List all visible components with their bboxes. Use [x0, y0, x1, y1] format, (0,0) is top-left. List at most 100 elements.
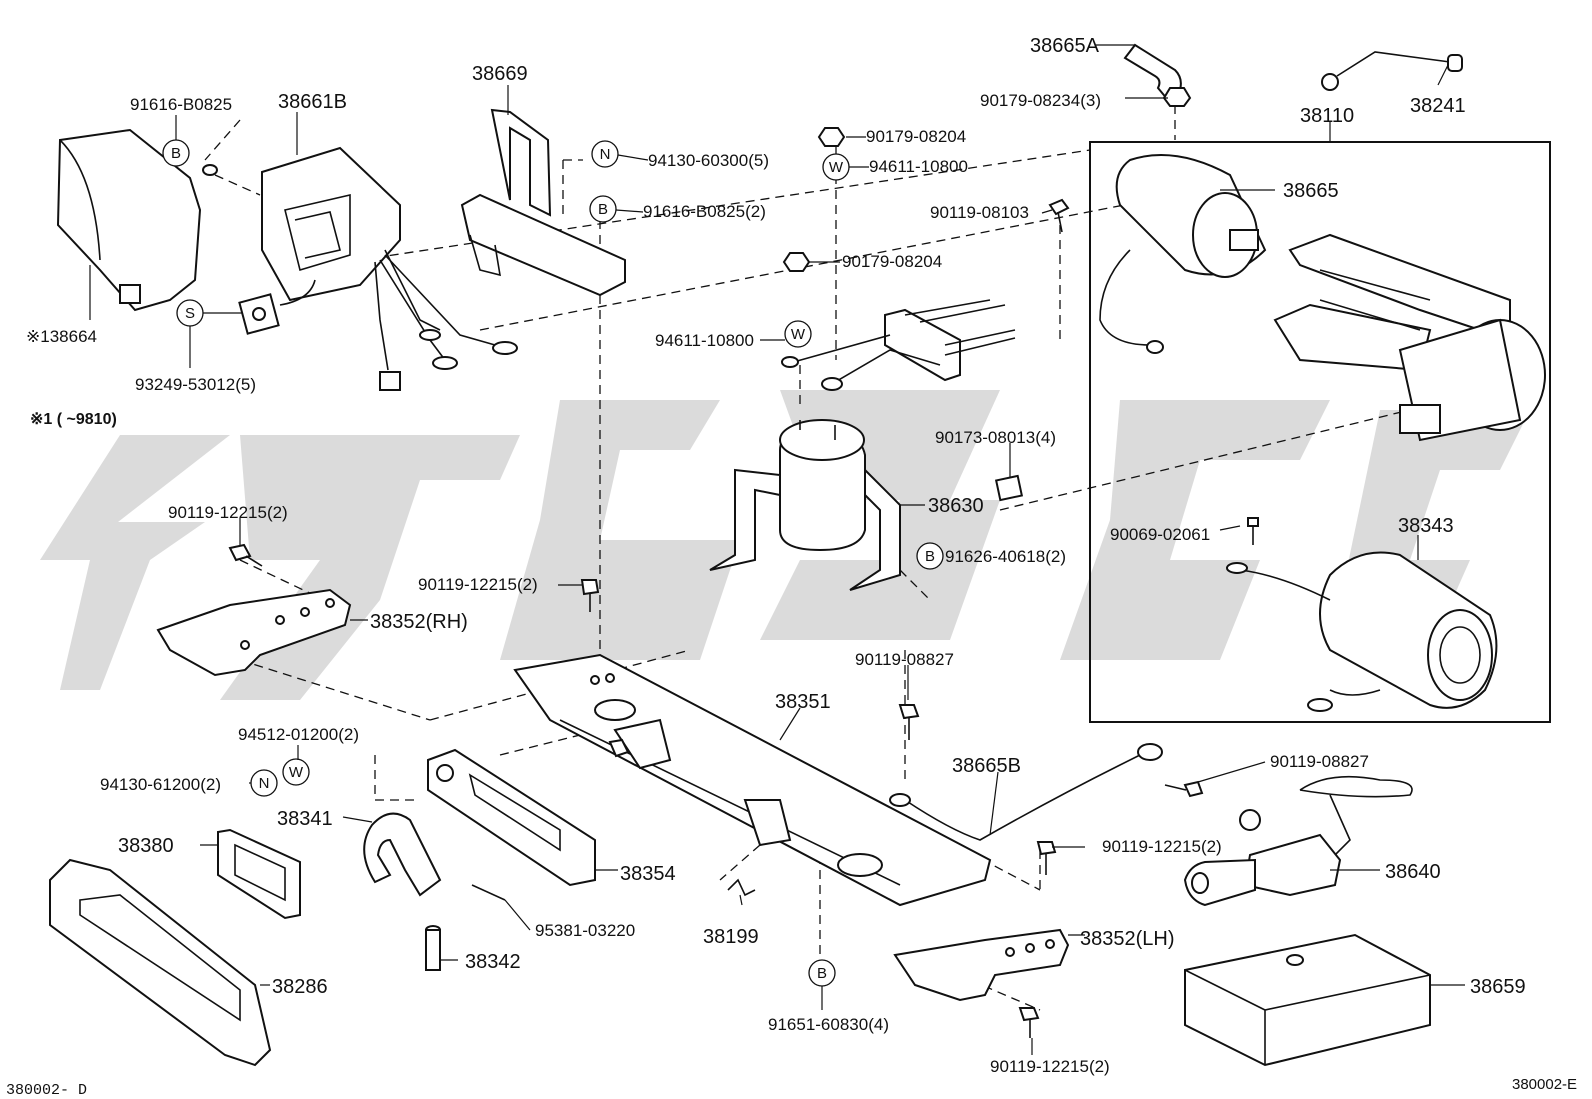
diagram-code-right: 380002-E — [1512, 1076, 1577, 1093]
part-number-labels: 38665A 90179-08234(3) 38241 38110 38665 … — [6, 35, 1577, 1099]
svg-text:B: B — [171, 145, 181, 162]
part-90119-12215-bolt-b — [580, 579, 600, 612]
label-38659: 38659 — [1470, 976, 1526, 998]
label-138664: ※138664 — [26, 327, 97, 346]
label-90179-08204-a: 90179-08204 — [866, 127, 966, 146]
label-38343: 38343 — [1398, 515, 1454, 537]
svg-text:S: S — [185, 305, 195, 322]
label-90173-08013: 90173-08013(4) — [935, 428, 1056, 447]
label-38665B: 38665B — [952, 755, 1021, 777]
label-38110: 38110 — [1300, 105, 1354, 127]
part-90119-12215-bolt-d — [1018, 1007, 1040, 1038]
label-90119-12215-c: 90119-12215(2) — [1102, 837, 1222, 856]
label-90119-12215-b: 90119-12215(2) — [418, 575, 538, 594]
symbol-circle-W-2: W — [784, 320, 812, 348]
label-38286: 38286 — [272, 976, 328, 998]
part-38342-pin — [425, 925, 441, 971]
symbol-circle-N-1: N — [591, 140, 619, 168]
label-38342: 38342 — [465, 951, 521, 973]
footnote-1: ※1 ( ~9810) — [30, 411, 117, 428]
label-93249-53012: 93249-53012(5) — [135, 375, 256, 394]
part-38352LH-bracket — [893, 928, 1070, 1002]
label-94512-01200: 94512-01200(2) — [238, 725, 359, 744]
label-38354: 38354 — [620, 863, 676, 885]
part-93249-53012-connector — [238, 279, 316, 335]
winch-assembly-frame — [1089, 141, 1551, 723]
part-solenoid-cables — [781, 299, 1016, 391]
symbol-circle-S: S — [176, 299, 204, 327]
label-94611-10800-a: 94611-10800 — [869, 157, 968, 176]
symbol-circle-B-1: B — [162, 139, 190, 167]
part-38661B-control-box — [261, 146, 518, 391]
part-38640-remote — [1183, 775, 1413, 907]
svg-text:W: W — [289, 764, 304, 781]
part-38199-clip — [727, 878, 756, 897]
svg-text:W: W — [791, 326, 806, 343]
part-90179-08204-nut-a — [817, 127, 846, 147]
part-90119-08827-bolt-b — [1164, 780, 1204, 798]
part-90119-08103-bolt — [1048, 198, 1070, 233]
label-91616-B0825-2: 91616-B0825(2) — [643, 202, 766, 221]
part-94130-61200-nut — [608, 738, 630, 758]
part-91616-B0825-bolt — [202, 164, 218, 176]
part-38351-mounting-plate — [513, 653, 992, 907]
part-38659-bag — [1184, 933, 1431, 1067]
label-94130-60300: 94130-60300(5) — [648, 151, 769, 170]
label-38380: 38380 — [118, 835, 174, 857]
part-90179-08204-nut-b — [782, 252, 811, 272]
label-90119-12215-d: 90119-12215(2) — [990, 1057, 1110, 1076]
label-94130-61200: 94130-61200(2) — [100, 775, 221, 794]
label-95381-03220: 95381-03220 — [535, 921, 635, 940]
symbol-circle-B-2: B — [589, 195, 617, 223]
part-38343-cover — [1226, 551, 1498, 712]
part-38665B-cable — [889, 743, 1163, 841]
label-38665: 38665 — [1283, 180, 1339, 202]
svg-text:B: B — [817, 965, 827, 982]
part-winch-motor — [1099, 154, 1267, 354]
part-38630-solenoid — [709, 419, 901, 591]
part-95381-03220-clip — [471, 884, 506, 901]
label-90119-12215-a: 90119-12215(2) — [168, 503, 288, 522]
part-38241-handle — [1321, 51, 1463, 91]
label-38640: 38640 — [1385, 861, 1441, 883]
part-38352RH-bracket — [156, 588, 352, 677]
label-38352LH: 38352(LH) — [1080, 928, 1175, 950]
svg-text:B: B — [598, 201, 608, 218]
label-90179-08204-b: 90179-08204 — [842, 252, 942, 271]
symbol-circle-B-3: B — [916, 542, 944, 570]
part-138664-cover — [56, 128, 202, 312]
label-38669: 38669 — [472, 63, 528, 85]
label-38199: 38199 — [703, 926, 759, 948]
part-90119-08827-bolt-a — [898, 704, 920, 740]
label-90119-08827-a: 90119-08827 — [855, 650, 954, 669]
part-38354-fairlead — [427, 748, 596, 887]
label-38241: 38241 — [1410, 95, 1466, 117]
symbol-circle-B-4: B — [808, 959, 836, 987]
svg-text:B: B — [925, 548, 935, 565]
part-90069-02061-screw — [1247, 517, 1259, 545]
symbol-circle-W-1: W — [822, 153, 850, 181]
leader-lines — [89, 44, 1465, 1055]
label-38665A: 38665A — [1030, 35, 1100, 57]
label-91651-60830: 91651-60830(4) — [768, 1015, 889, 1034]
svg-text:W: W — [829, 159, 844, 176]
svg-text:N: N — [600, 146, 611, 163]
label-90119-08827-b: 90119-08827 — [1270, 752, 1369, 771]
part-38669-bracket — [460, 108, 626, 297]
assembly-guide-lines — [204, 105, 1431, 1011]
label-94611-10800-b: 94611-10800 — [655, 331, 754, 350]
label-38661B: 38661B — [278, 91, 347, 113]
symbol-circle-N-2: N — [250, 769, 278, 797]
label-91626-40618: 91626-40618(2) — [945, 547, 1066, 566]
label-90179-08234: 90179-08234(3) — [980, 91, 1101, 110]
label-38351: 38351 — [775, 691, 831, 713]
part-90173-08013-clip — [994, 474, 1024, 502]
part-90119-12215-bolt-c — [1036, 841, 1057, 875]
part-90179-08234-nut — [1162, 87, 1192, 107]
part-38286-cover — [49, 858, 272, 1067]
part-winch-drum-frame — [1273, 233, 1546, 442]
diagram-code-left: 380002- D — [6, 1082, 87, 1099]
symbol-circle-W-3: W — [282, 758, 310, 786]
label-90069-02061: 90069-02061 — [1110, 525, 1210, 544]
